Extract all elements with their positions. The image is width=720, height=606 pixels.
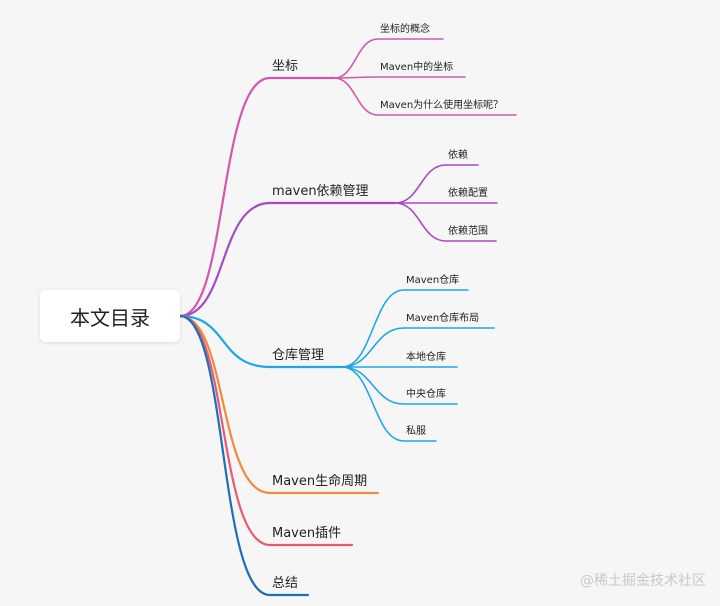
child-label-2-4[interactable]: 私服 — [406, 426, 426, 437]
branch-connector-5 — [178, 314, 310, 597]
child-connector-0-1 — [333, 76, 466, 79]
root-label: 本文目录 — [70, 305, 150, 330]
root-node[interactable]: 本文目录 — [40, 290, 180, 342]
branch-label-3[interactable]: Maven生命周期 — [272, 474, 368, 489]
child-label-2-0[interactable]: Maven仓库 — [406, 275, 460, 286]
branch-label-0[interactable]: 坐标 — [272, 59, 299, 74]
watermark: @稀土掘金技术社区 — [580, 573, 706, 589]
child-connector-2-3 — [341, 366, 458, 405]
child-connector-0-0 — [333, 38, 444, 79]
child-label-2-3[interactable]: 中央仓库 — [406, 389, 446, 400]
branch-connector-4 — [178, 314, 354, 547]
child-label-0-2[interactable]: Maven为什么使用坐标呢？ — [380, 100, 504, 111]
child-connector-0-2 — [333, 77, 517, 116]
branch-connector-0 — [178, 76, 336, 318]
child-connector-2-4 — [341, 366, 437, 442]
branch-label-2[interactable]: 仓库管理 — [272, 348, 325, 363]
child-label-1-2[interactable]: 依赖范围 — [448, 226, 488, 237]
child-label-0-0[interactable]: 坐标的概念 — [380, 24, 430, 35]
child-connector-1-0 — [394, 164, 479, 204]
branch-label-4[interactable]: Maven插件 — [272, 526, 342, 541]
branch-connector-3 — [178, 314, 380, 495]
branch-connector-1 — [178, 201, 397, 318]
branch-label-1[interactable]: maven依赖管理 — [272, 184, 369, 199]
child-connector-2-0 — [341, 289, 469, 368]
branch-label-5[interactable]: 总结 — [272, 576, 299, 591]
branch-connector-2 — [178, 314, 344, 369]
child-label-2-2[interactable]: 本地仓库 — [406, 352, 446, 363]
child-label-2-1[interactable]: Maven仓库布局 — [406, 313, 480, 324]
child-label-1-1[interactable]: 依赖配置 — [448, 188, 488, 199]
child-label-0-1[interactable]: Maven中的坐标 — [380, 62, 454, 73]
child-connector-2-1 — [341, 327, 495, 368]
child-connector-1-2 — [394, 202, 497, 242]
child-label-1-0[interactable]: 依赖 — [448, 150, 468, 161]
